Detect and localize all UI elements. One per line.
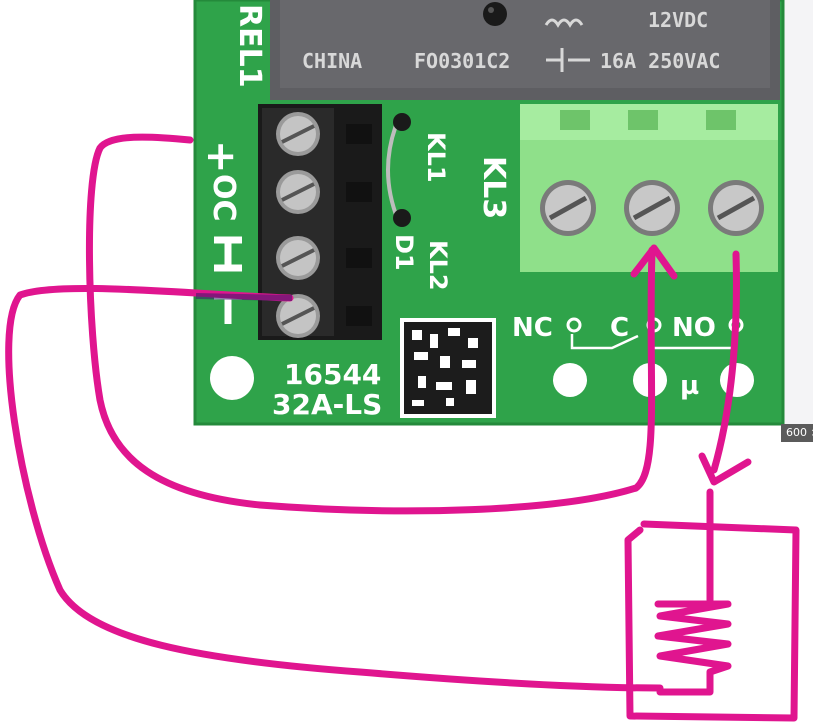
image-dimension-badge: 600 ×: [781, 424, 813, 442]
wire-ground-to-load: [5, 284, 664, 692]
relay-rating-text: 16A 250VAC: [600, 49, 720, 73]
wire-plus-to-c: [85, 133, 656, 515]
label-oc: OC: [206, 174, 241, 222]
relay-coil-symbol-icon: [544, 18, 584, 28]
mounting-hole-left: [210, 356, 254, 400]
label-kl2: KL2: [424, 240, 452, 291]
terminal-block-kl3: [520, 104, 778, 272]
label-d1: D1: [390, 234, 418, 271]
label-kl3: KL3: [476, 156, 511, 219]
relay-coil-voltage-text: 12VDC: [648, 8, 708, 32]
relay-component: CHINA FO0301C2 12VDC 16A 250VAC: [270, 0, 780, 100]
arrow-c-icon: [630, 244, 678, 280]
datamatrix-code: [400, 318, 496, 418]
label-c: C: [610, 313, 629, 343]
mounting-hole-no: [720, 363, 754, 397]
label-board-number: 16544: [284, 358, 381, 391]
label-board-rev: 32A-LS: [272, 388, 382, 421]
wire-no-to-load: [710, 250, 740, 474]
relay-origin-text: CHINA: [302, 49, 362, 73]
diode-d1: [386, 113, 411, 227]
label-kl1: KL1: [422, 132, 450, 183]
arrow-no-icon: [698, 452, 752, 486]
label-rel1: REL1: [232, 4, 267, 88]
screw-3: [276, 236, 320, 280]
mounting-hole-nc: [553, 363, 587, 397]
screw-4: [276, 294, 320, 338]
label-no: NO: [672, 313, 716, 343]
resistor-load-icon: [654, 600, 732, 696]
terminal-block-kl1-kl2: [258, 104, 382, 340]
relay-part-code-text: FO0301C2: [414, 49, 510, 73]
load-box: [624, 520, 800, 722]
page-margin: [783, 0, 813, 424]
screw-nc: [540, 180, 596, 236]
relay-led-icon: [483, 2, 507, 26]
relay-contact-symbol-icon: [546, 48, 590, 72]
screw-c: [624, 180, 680, 236]
screw-2: [276, 170, 320, 214]
wiring-overlay: [5, 133, 800, 722]
label-plus: +: [198, 140, 244, 174]
label-mu: µ: [680, 371, 699, 401]
label-nc: NC: [512, 313, 553, 343]
screw-no: [708, 180, 764, 236]
screw-1: [276, 112, 320, 156]
